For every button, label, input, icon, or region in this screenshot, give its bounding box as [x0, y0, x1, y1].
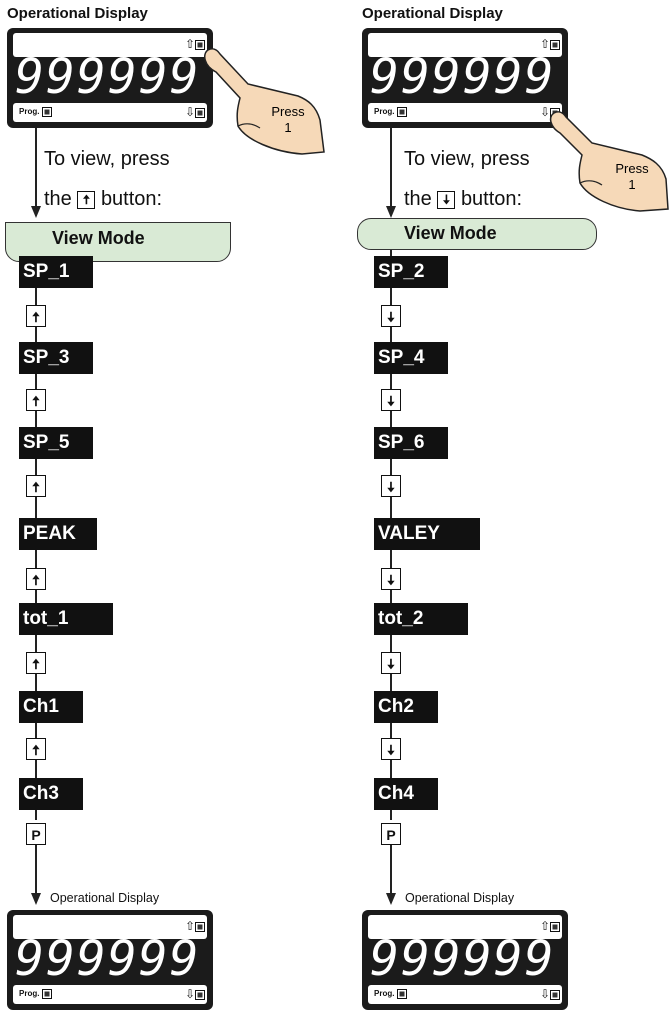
- up-button-square-icon[interactable]: [195, 921, 205, 932]
- prog-button-icon[interactable]: P: [381, 823, 401, 845]
- down-arrow-icon: ⇩: [539, 987, 550, 1001]
- right-bottom-display: 999999 ⇧ Prog. ⇩: [362, 910, 568, 1010]
- up-key[interactable]: ⇧: [540, 37, 560, 51]
- left-top-display: 999999 ⇧ Prog. ⇩: [7, 28, 213, 128]
- up-button-icon[interactable]: 🠅: [26, 568, 46, 590]
- up-button-square-icon[interactable]: [550, 921, 560, 932]
- up-arrow-icon: ⇧: [539, 919, 550, 933]
- right-param-7: Ch4: [374, 778, 438, 810]
- down-key[interactable]: ⇩: [185, 105, 205, 119]
- left-hand-pointer-icon: Press 1: [203, 48, 325, 155]
- down-button-square-icon[interactable]: [550, 989, 560, 1000]
- display-digits: 999999: [370, 49, 556, 105]
- prog-button-square-icon[interactable]: [41, 106, 52, 117]
- left-view-mode-banner: View Mode: [5, 222, 231, 262]
- prog-key[interactable]: Prog.: [19, 988, 52, 1000]
- right-hand-pointer-icon: Press 1: [549, 111, 669, 212]
- down-arrow-icon: ⇩: [539, 105, 550, 119]
- right-instruction-line1: To view, press: [404, 148, 530, 170]
- left-bottom-title: Operational Display: [50, 891, 160, 905]
- up-button-square-icon[interactable]: [195, 39, 205, 50]
- down-key[interactable]: ⇩: [185, 987, 205, 1001]
- up-button-icon[interactable]: 🠅: [26, 738, 46, 760]
- up-button-icon[interactable]: 🠅: [26, 652, 46, 674]
- left-param-6: Ch1: [19, 691, 83, 723]
- right-bottom-title: Operational Display: [405, 891, 515, 905]
- prog-key[interactable]: Prog.: [374, 988, 407, 1000]
- left-param-1: SP_1: [19, 256, 93, 288]
- left-param-5: tot_1: [19, 603, 113, 635]
- down-button-icon[interactable]: 🠇: [381, 475, 401, 497]
- down-button-icon[interactable]: 🠇: [381, 568, 401, 590]
- display-digits: 999999: [370, 931, 556, 987]
- down-button-square-icon[interactable]: [195, 107, 205, 118]
- left-param-4: PEAK: [19, 518, 97, 550]
- up-arrow-icon: ⇧: [184, 919, 195, 933]
- up-button-icon[interactable]: 🠅: [26, 305, 46, 327]
- down-arrow-icon: ⇩: [184, 987, 195, 1001]
- down-button-icon[interactable]: 🠇: [381, 652, 401, 674]
- display-digits: 999999: [15, 931, 201, 987]
- up-arrow-icon: ⇧: [184, 37, 195, 51]
- right-press-label: Press: [615, 161, 649, 176]
- right-param-1: SP_2: [374, 256, 448, 288]
- up-key[interactable]: ⇧: [185, 919, 205, 933]
- down-button-icon[interactable]: 🠇: [381, 738, 401, 760]
- right-top-display: 999999 ⇧ Prog. ⇩: [362, 28, 568, 128]
- down-arrow-icon: ⇩: [184, 105, 195, 119]
- left-bottom-display: 999999 ⇧ Prog. ⇩: [7, 910, 213, 1010]
- prog-button-icon[interactable]: P: [26, 823, 46, 845]
- prog-button-square-icon[interactable]: [396, 106, 407, 117]
- up-key[interactable]: ⇧: [540, 919, 560, 933]
- right-press-number: 1: [628, 177, 635, 192]
- display-digits: 999999: [15, 49, 201, 105]
- left-instruction-line2: the 🠅 button:: [44, 188, 163, 210]
- prog-key[interactable]: Prog.: [19, 106, 52, 118]
- up-key[interactable]: ⇧: [185, 37, 205, 51]
- left-param-7: Ch3: [19, 778, 83, 810]
- up-button-square-icon[interactable]: [550, 39, 560, 50]
- right-param-4: VALEY: [374, 518, 480, 550]
- down-button-icon[interactable]: 🠇: [381, 305, 401, 327]
- right-param-2: SP_4: [374, 342, 448, 374]
- left-top-title: Operational Display: [7, 5, 148, 22]
- right-view-mode-banner: View Mode: [357, 218, 597, 250]
- down-arrow-icon: 🠇: [437, 190, 456, 209]
- prog-key[interactable]: Prog.: [374, 106, 407, 118]
- prog-button-square-icon[interactable]: [396, 988, 407, 999]
- right-instruction-line2: the 🠇 button:: [404, 188, 523, 210]
- up-button-icon[interactable]: 🠅: [26, 389, 46, 411]
- down-button-icon[interactable]: 🠇: [381, 389, 401, 411]
- up-button-icon[interactable]: 🠅: [26, 475, 46, 497]
- left-press-label: Press: [271, 104, 305, 119]
- down-button-square-icon[interactable]: [195, 989, 205, 1000]
- left-instruction-line1: To view, press: [44, 148, 170, 170]
- right-param-5: tot_2: [374, 603, 468, 635]
- right-param-6: Ch2: [374, 691, 438, 723]
- left-param-3: SP_5: [19, 427, 93, 459]
- up-arrow-icon: 🠅: [77, 190, 96, 209]
- up-arrow-icon: ⇧: [539, 37, 550, 51]
- left-press-number: 1: [284, 120, 291, 135]
- prog-button-square-icon[interactable]: [41, 988, 52, 999]
- right-param-3: SP_6: [374, 427, 448, 459]
- left-param-2: SP_3: [19, 342, 93, 374]
- right-top-title: Operational Display: [362, 5, 503, 22]
- down-key[interactable]: ⇩: [540, 987, 560, 1001]
